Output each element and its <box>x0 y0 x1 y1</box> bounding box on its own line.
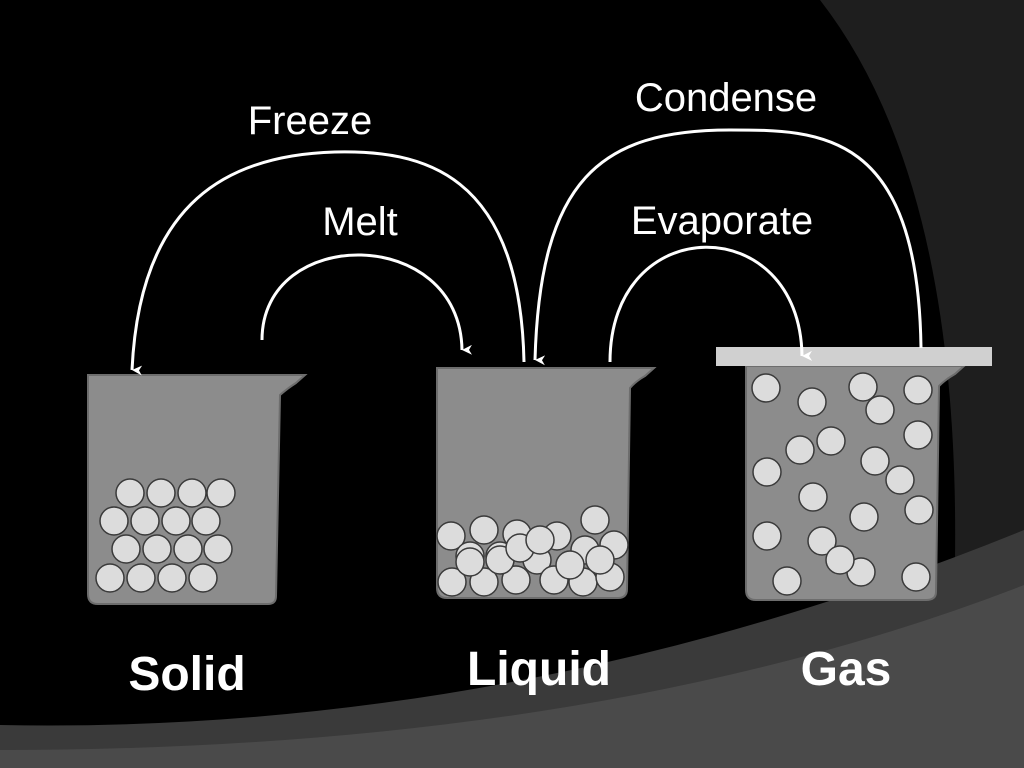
solid-label: Solid <box>128 648 245 701</box>
solid-particle <box>99 506 129 536</box>
solid-particle <box>111 534 141 564</box>
gas-particle <box>816 426 846 456</box>
solid-particle <box>173 534 203 564</box>
solid-particle <box>157 563 187 593</box>
liquid-label: Liquid <box>467 643 611 696</box>
gas-lid <box>716 347 992 366</box>
gas-particle <box>807 526 837 556</box>
liquid-particle <box>469 567 499 597</box>
liquid-particles <box>436 505 629 597</box>
gas-label: Gas <box>801 643 892 696</box>
condense-label: Condense <box>635 76 817 120</box>
solid-particle <box>161 506 191 536</box>
gas-particle <box>885 465 915 495</box>
solid-particles <box>95 478 236 593</box>
condense-arrow <box>533 128 923 366</box>
liquid-particle <box>469 515 499 545</box>
liquid-particle <box>501 565 531 595</box>
gas-particle <box>865 395 895 425</box>
gas-particle <box>860 446 890 476</box>
liquid-particle <box>437 567 467 597</box>
melt-label: Melt <box>322 200 398 244</box>
solid-particle <box>177 478 207 508</box>
background-swoosh-right <box>820 0 1024 560</box>
gas-particle <box>825 545 855 575</box>
solid-particle <box>95 563 125 593</box>
solid-particle <box>203 534 233 564</box>
solid-particle <box>206 478 236 508</box>
liquid-particle <box>580 505 610 535</box>
solid-particle <box>191 506 221 536</box>
freeze-label: Freeze <box>248 99 373 143</box>
gas-particle <box>752 521 782 551</box>
gas-particle <box>848 372 878 402</box>
melt-arrow <box>260 253 473 355</box>
liquid-particle <box>555 550 585 580</box>
gas-particle <box>751 373 781 403</box>
gas-particle <box>752 457 782 487</box>
solid-particle <box>142 534 172 564</box>
gas-particles <box>751 372 934 596</box>
liquid-particle <box>585 545 615 575</box>
gas-particle <box>797 387 827 417</box>
gas-particle <box>903 375 933 405</box>
gas-particle <box>849 502 879 532</box>
solid-particle <box>188 563 218 593</box>
liquid-particle <box>525 525 555 555</box>
gas-particle <box>901 562 931 592</box>
gas-particle <box>903 420 933 450</box>
solid-particle <box>146 478 176 508</box>
solid-particle <box>115 478 145 508</box>
solid-particle <box>130 506 160 536</box>
gas-particle <box>904 495 934 525</box>
evaporate-arrow <box>608 245 813 363</box>
freeze-arrow <box>130 150 526 376</box>
gas-particle <box>785 435 815 465</box>
background-swoosh-bottom-light <box>0 585 1024 768</box>
gas-particle <box>772 566 802 596</box>
evaporate-label: Evaporate <box>631 199 813 243</box>
gas-particle <box>798 482 828 512</box>
liquid-particle <box>436 521 466 551</box>
solid-particle <box>126 563 156 593</box>
liquid-particle <box>455 547 485 577</box>
